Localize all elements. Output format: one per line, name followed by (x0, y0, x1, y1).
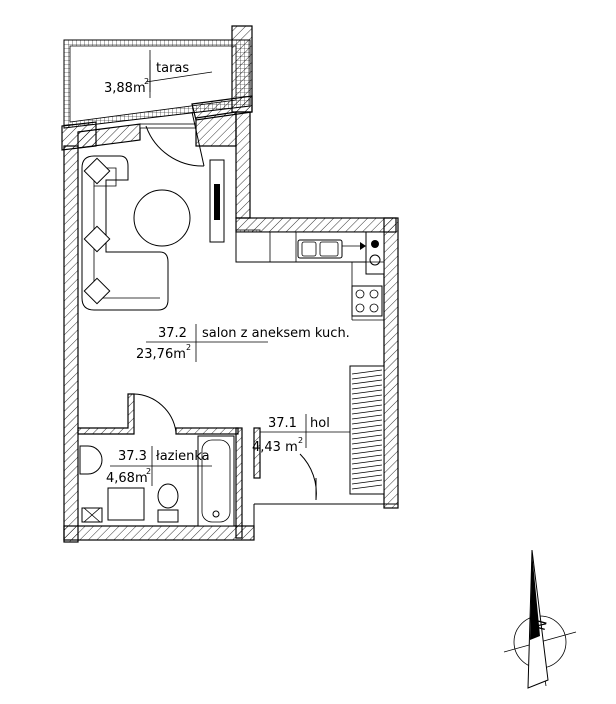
wardrobe-hanger-line (351, 429, 383, 435)
room-number-salon: 37.2 (158, 326, 187, 341)
room-name-hol: hol (310, 416, 330, 431)
wall-bathroom-top (77, 393, 135, 435)
wall-top-salon-right (195, 111, 237, 147)
room-area-sup-salon: 2 (186, 343, 191, 352)
coffee-table (133, 189, 191, 247)
wardrobe-hanger-line (351, 419, 383, 425)
label-salon: 37.2 salon z aneksem kuch. 23,76m 2 (136, 324, 350, 362)
doors (133, 111, 317, 501)
wardrobe-hanger-line (351, 409, 383, 415)
room-area-sup-hol: 2 (298, 436, 303, 445)
wardrobe-hanger-line (351, 399, 383, 405)
label-hol: 37.1 hol 4,43 m 2 (252, 414, 330, 455)
sofa (81, 155, 169, 311)
tv (214, 184, 220, 220)
kitchen (235, 231, 385, 321)
wardrobe-hanger-line (351, 424, 383, 430)
pillow-3 (83, 277, 111, 305)
wardrobe-hanger-line (351, 434, 383, 440)
bathroom-fixtures (79, 435, 235, 527)
wardrobe-hanger-line (351, 369, 383, 375)
room-number-lazienka: 37.3 (118, 449, 147, 464)
wardrobe-hanger-line (351, 459, 383, 465)
room-area-salon: 23,76m (136, 347, 186, 362)
room-name-salon: salon z aneksem kuch. (202, 326, 350, 341)
cooktop (351, 285, 383, 317)
wardrobe-hanger-line (351, 414, 383, 420)
compass-label: N (533, 618, 551, 632)
door-bathroom-swing (133, 393, 177, 433)
wardrobe-hanger-line (351, 374, 383, 380)
wall-bathroom-top-right (175, 427, 239, 435)
door-hol-swing (299, 453, 317, 501)
room-area-sup-taras: 2 (144, 77, 149, 86)
pillow-1 (83, 157, 111, 185)
wardrobe-hanger-line (351, 389, 383, 395)
wall-bottom (63, 525, 255, 541)
room-number-hol: 37.1 (268, 416, 297, 431)
window-terrace-door (139, 123, 197, 129)
wardrobe-hanger-line (351, 404, 383, 410)
door-terrace-swing (145, 125, 205, 167)
washbasin (79, 445, 103, 475)
wall-right (383, 217, 399, 509)
wall-right-upper (235, 111, 251, 219)
room-area-lazienka: 4,68m (106, 471, 148, 486)
room-name-taras: taras (156, 61, 189, 76)
wall-hol (253, 427, 261, 479)
toilet (157, 483, 179, 509)
compass: N (503, 549, 577, 689)
wardrobe (349, 365, 385, 495)
room-area-hol: 4,43 m (252, 440, 298, 455)
living-furniture (81, 155, 225, 311)
label-lazienka: 37.3 łazienka 4,68m 2 (106, 446, 212, 486)
wardrobe-hanger-line (351, 484, 383, 490)
pillow-2 (83, 225, 111, 253)
room-area-sup-lazienka: 2 (146, 467, 151, 476)
wardrobe-hanger-line (351, 464, 383, 470)
wardrobe-hanger-line (351, 439, 383, 445)
wardrobe-hanger-line (351, 384, 383, 390)
wardrobe-hanger-line (351, 379, 383, 385)
wall-bathroom-right (235, 427, 243, 539)
washing-machine (107, 487, 145, 521)
label-taras: taras 3,88m 2 (104, 60, 213, 98)
wardrobe-hanger-line (351, 449, 383, 455)
wall-top-salon (77, 123, 141, 149)
room-name-lazienka: łazienka (156, 449, 210, 464)
terrace (61, 25, 253, 151)
walls (63, 111, 399, 543)
wardrobe-hanger-line (351, 454, 383, 460)
boiler (365, 231, 385, 275)
wardrobe-hanger-line (351, 474, 383, 480)
wardrobe-hanger-line (351, 394, 383, 400)
wall-left (63, 145, 79, 543)
wardrobe-hanger-line (351, 469, 383, 475)
room-area-taras: 3,88m (104, 81, 146, 96)
wardrobe-hanger-line (351, 444, 383, 450)
wardrobe-hanger-line (351, 479, 383, 485)
